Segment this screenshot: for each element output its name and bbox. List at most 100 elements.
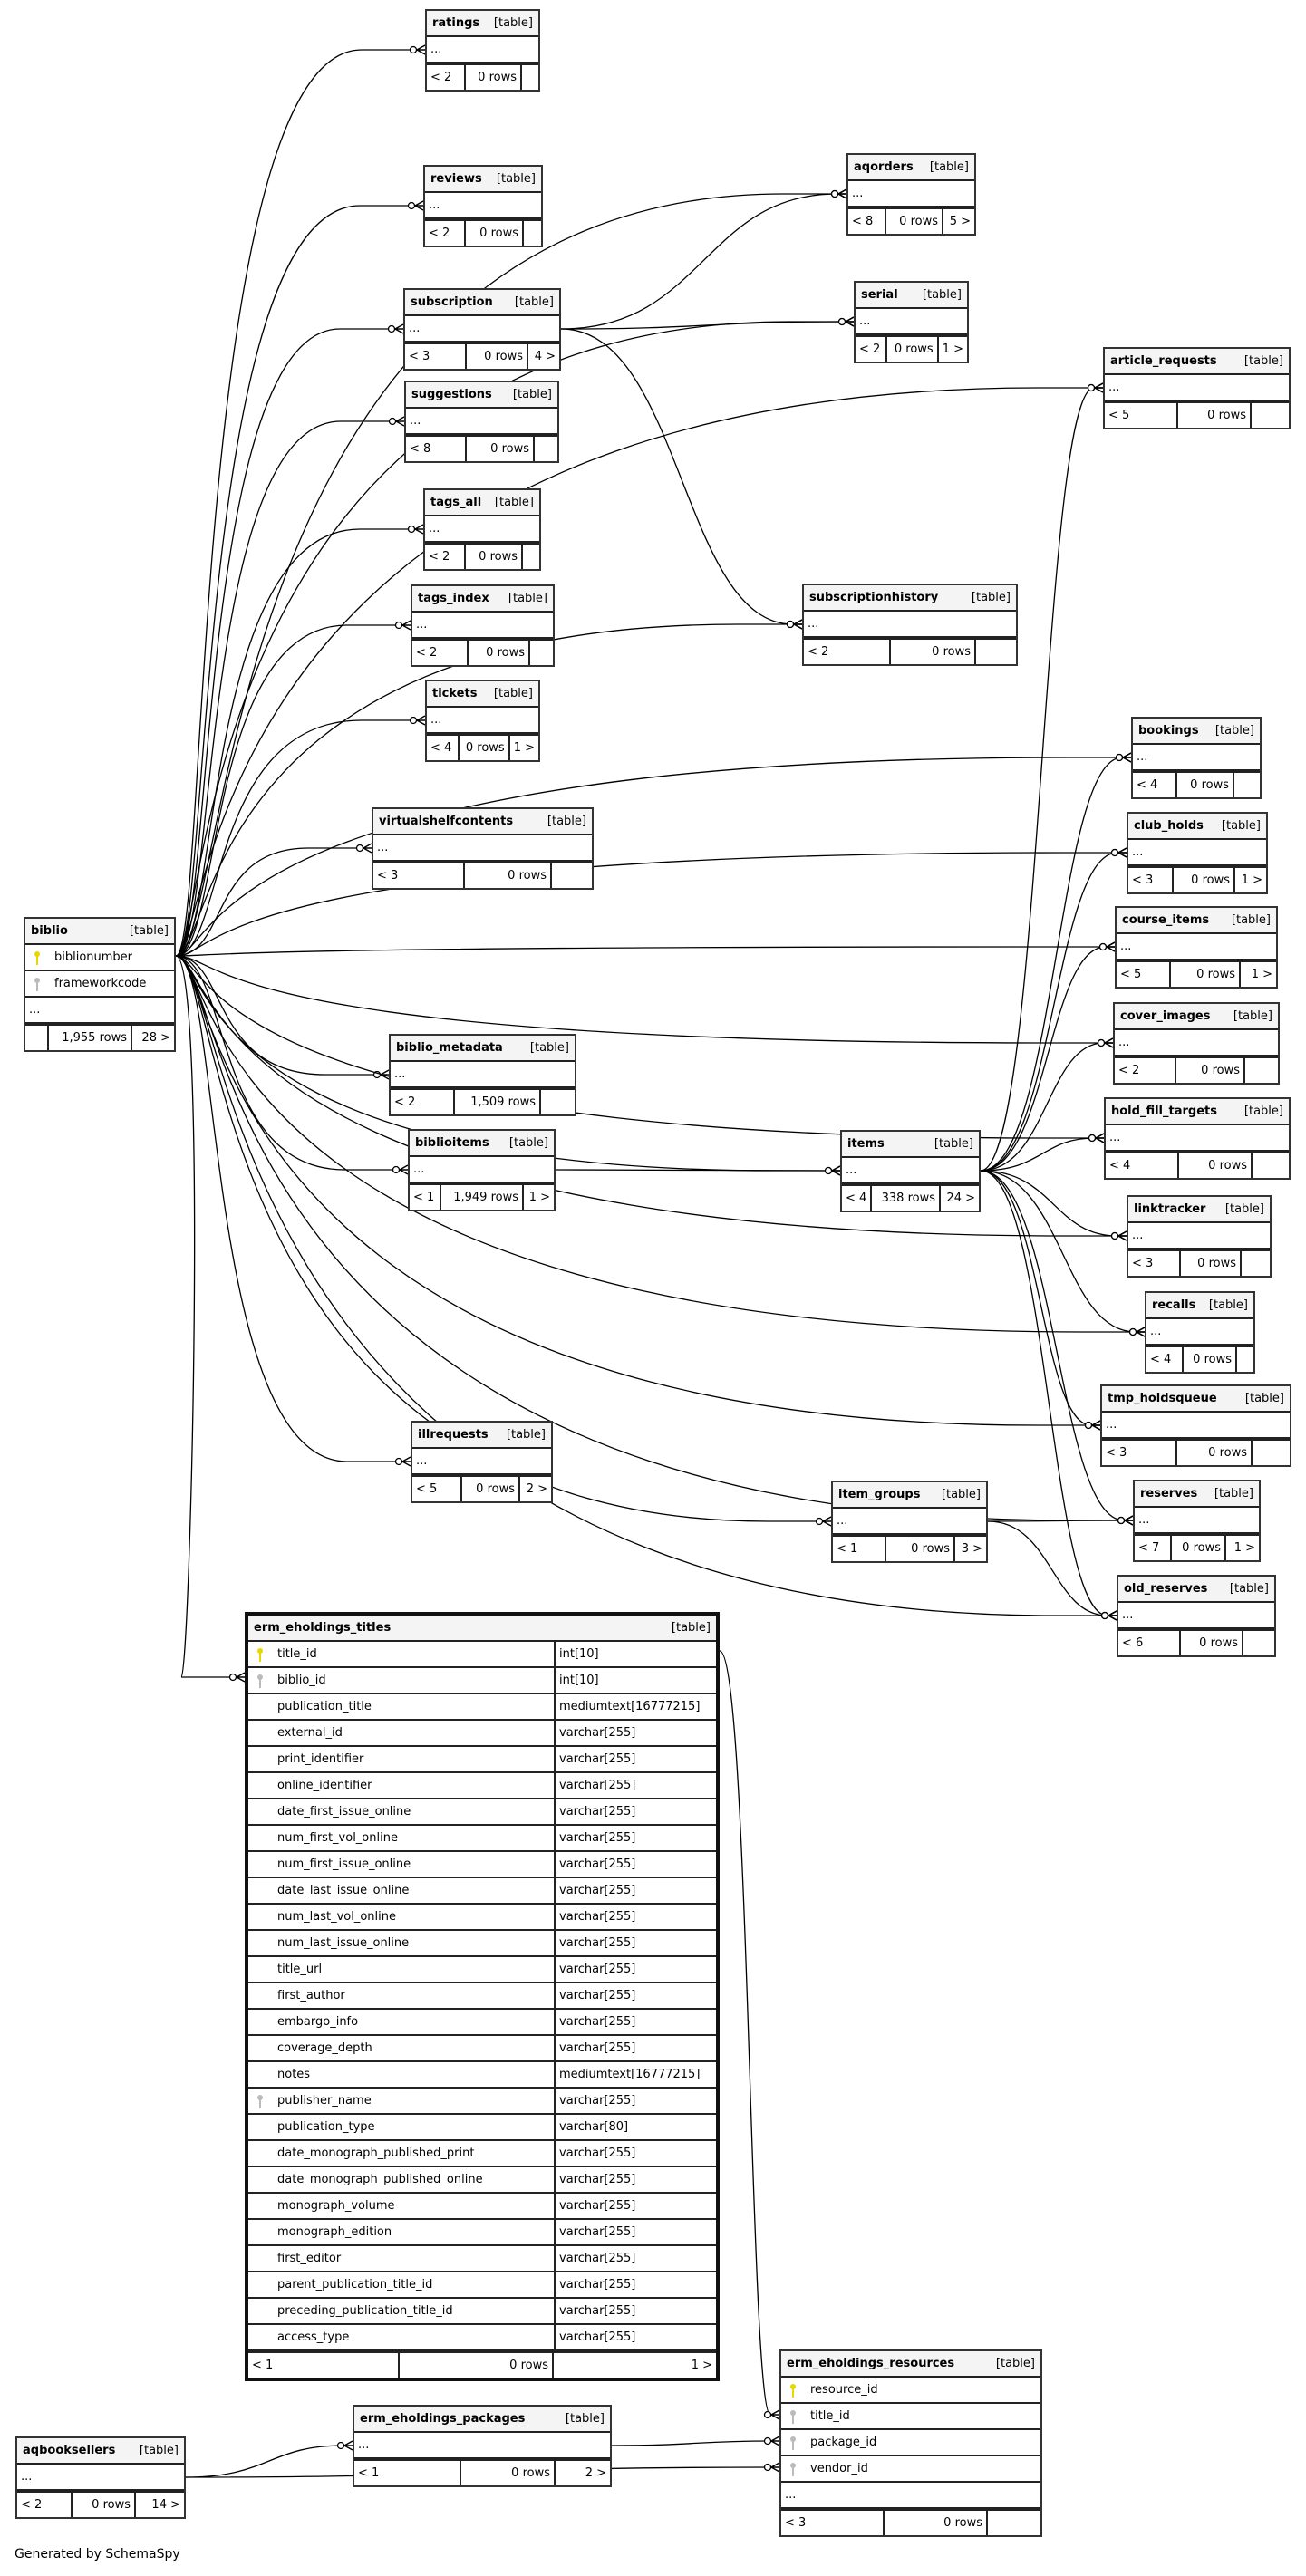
parents-link[interactable]: < 4 [427, 736, 460, 760]
table-name[interactable]: illrequests [418, 1428, 489, 1442]
parents-link[interactable]: < 3 [405, 344, 467, 369]
table-header[interactable]: erm_eholdings_resources[table] [781, 2351, 1040, 2378]
children-link[interactable]: 5 > [949, 215, 971, 228]
table-name[interactable]: erm_eholdings_packages [360, 2412, 526, 2426]
table-header[interactable]: reviews[table] [425, 167, 541, 193]
more-columns-row[interactable]: ... [425, 516, 539, 543]
children-link[interactable]: 28 > [141, 1031, 170, 1045]
table-header[interactable]: aqorders[table] [848, 155, 974, 181]
more-columns-row[interactable]: ... [781, 2483, 1040, 2509]
more-columns-row[interactable]: ... [427, 708, 538, 734]
table-name[interactable]: subscriptionhistory [809, 591, 939, 604]
table-header[interactable]: serial[table] [856, 283, 967, 309]
table-header[interactable]: tags_all[table] [425, 490, 539, 516]
table-name[interactable]: serial [861, 288, 898, 302]
table-header[interactable]: linktracker[table] [1128, 1197, 1270, 1223]
parents-link[interactable]: < 3 [1128, 868, 1174, 892]
table-name[interactable]: bookings [1138, 724, 1199, 738]
more-columns-row[interactable]: ... [405, 316, 559, 343]
more-columns-row[interactable]: ... [1146, 1319, 1253, 1346]
column-row[interactable]: resource_id [781, 2378, 1040, 2404]
more-columns-row[interactable]: ... [412, 1449, 551, 1475]
parents-link[interactable]: < 6 [1118, 1631, 1181, 1655]
parents-link[interactable] [25, 1026, 49, 1050]
table-name[interactable]: ratings [432, 16, 480, 30]
table-name[interactable]: item_groups [838, 1488, 921, 1501]
parents-link[interactable]: < 1 [833, 1537, 886, 1561]
parents-link[interactable]: < 4 [1133, 773, 1177, 797]
table-name[interactable]: tags_index [418, 592, 489, 605]
table-name[interactable]: aqorders [854, 160, 914, 174]
children-link[interactable] [523, 545, 539, 569]
table-header[interactable]: item_groups[table] [833, 1482, 986, 1509]
table-name[interactable]: biblio [31, 924, 68, 938]
children-link[interactable] [1242, 1251, 1270, 1276]
more-columns-row[interactable]: ... [1135, 1508, 1259, 1534]
table-name[interactable]: old_reserves [1124, 1582, 1208, 1596]
parents-link[interactable]: < 3 [1128, 1251, 1181, 1276]
parents-link[interactable]: < 5 [1105, 403, 1178, 428]
table-name[interactable]: linktracker [1134, 1202, 1206, 1216]
column-row[interactable]: title_id [781, 2404, 1040, 2430]
more-columns-row[interactable]: ... [1115, 1030, 1278, 1056]
table-name[interactable]: biblioitems [415, 1136, 489, 1150]
parents-link[interactable]: < 8 [848, 209, 886, 234]
parents-link[interactable]: < 4 [842, 1186, 872, 1211]
column-row[interactable]: frameworkcode [25, 971, 174, 998]
table-name[interactable]: tickets [432, 687, 478, 700]
table-header[interactable]: hold_fill_targets[table] [1106, 1099, 1289, 1125]
children-link[interactable] [988, 2511, 1040, 2535]
table-header[interactable]: tickets[table] [427, 681, 538, 708]
more-columns-row[interactable]: ... [856, 309, 967, 335]
table-header[interactable]: tmp_holdsqueue[table] [1102, 1386, 1290, 1413]
table-header[interactable]: course_items[table] [1117, 908, 1276, 934]
table-header[interactable]: aqbooksellers[table] [17, 2438, 184, 2465]
more-columns-row[interactable]: ... [842, 1158, 979, 1184]
more-columns-row[interactable]: ... [427, 37, 538, 63]
parents-link[interactable]: < 2 [17, 2493, 73, 2517]
table-header[interactable]: tags_index[table] [412, 586, 553, 613]
parents-link[interactable]: < 2 [412, 641, 469, 665]
children-link[interactable] [535, 437, 557, 461]
column-row[interactable]: package_id [781, 2430, 1040, 2456]
children-link[interactable] [1237, 1347, 1253, 1372]
table-name[interactable]: tmp_holdsqueue [1108, 1392, 1217, 1405]
table-name[interactable]: cover_images [1120, 1009, 1211, 1023]
children-link[interactable]: 4 > [534, 350, 556, 363]
more-columns-row[interactable]: ... [848, 181, 974, 207]
more-columns-row[interactable]: ... [412, 613, 553, 639]
table-header[interactable]: erm_eholdings_packages[table] [354, 2407, 610, 2433]
more-columns-row[interactable]: ... [354, 2433, 610, 2459]
table-header[interactable]: biblio[table] [25, 919, 174, 945]
table-name[interactable]: aqbooksellers [23, 2444, 116, 2457]
parents-link[interactable]: < 2 [425, 221, 466, 246]
parents-link[interactable]: < 1 [248, 2353, 400, 2378]
more-columns-row[interactable]: ... [1118, 1603, 1274, 1629]
